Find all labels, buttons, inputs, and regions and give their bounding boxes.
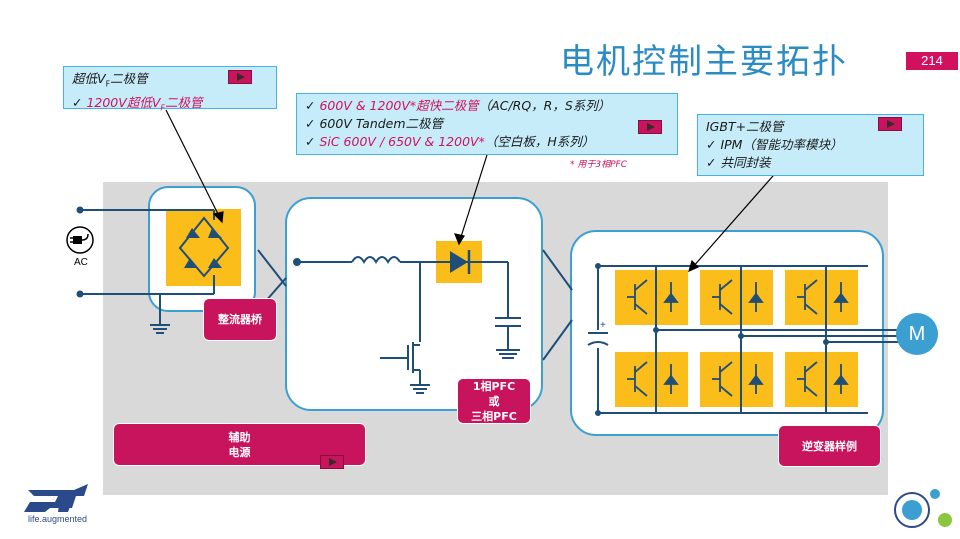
svg-text:+: +	[600, 320, 606, 331]
block-label: 电源	[228, 445, 251, 459]
ac-label: AC	[74, 257, 88, 268]
play-icon[interactable]	[320, 455, 344, 469]
rectifier-bridge-label: 整流器桥	[203, 298, 277, 341]
callout-text: 600V & 1200V*超快二极管	[319, 98, 479, 113]
callout-text: ✓ 共同封装	[706, 155, 771, 170]
page-title: 电机控制主要拓扑	[560, 42, 848, 82]
callout-text: ✓ IPM（智能功率模块）	[706, 137, 843, 152]
pfc-label: 1相PFC 或 三相PFC	[457, 378, 531, 424]
play-icon[interactable]	[228, 70, 252, 84]
play-icon[interactable]	[638, 120, 662, 134]
block-label: 逆变器样例	[802, 439, 857, 453]
callout-text: SiC 600V / 650V & 1200V*	[319, 134, 485, 149]
st-logo-icon	[24, 484, 88, 512]
plug-icon	[66, 226, 94, 254]
subscript: F	[105, 79, 111, 89]
subscript: F	[160, 103, 165, 112]
bridge-diodes	[184, 228, 222, 268]
callout-text: ✓ 600V Tandem二极管	[305, 116, 444, 131]
callout-text: （空白板，H系列）	[484, 134, 595, 149]
callout-text: 1200V超低V	[86, 94, 161, 110]
mascot-icon	[894, 489, 952, 528]
pfc-footnote: * 用于3相PFC	[570, 160, 627, 170]
callout-text: 超低V	[72, 71, 106, 86]
check-icon: ✓	[72, 94, 87, 110]
page-number: 214	[906, 52, 958, 70]
play-icon[interactable]	[878, 117, 902, 131]
check-icon: ✓	[305, 98, 320, 113]
inverter-label: 逆变器样例	[778, 425, 881, 467]
check-icon: ✓	[305, 134, 320, 149]
block-label: 1相PFC	[472, 379, 516, 393]
callout-text: IGBT+二极管	[706, 119, 784, 134]
callout-text: （AC/RQ，R，S系列）	[478, 98, 611, 113]
logo-tagline: life.augmented	[28, 514, 88, 524]
pfc-panel	[285, 197, 543, 411]
block-label: 辅助	[228, 430, 251, 444]
callout-text: 二极管	[164, 94, 203, 110]
motor-icon: M	[896, 313, 938, 355]
pfc-callout: ✓ 600V & 1200V*超快二极管（AC/RQ，R，S系列） ✓ 600V…	[296, 93, 678, 155]
block-label: 整流器桥	[218, 313, 262, 326]
block-label: 或	[488, 394, 500, 408]
block-label: 三相PFC	[471, 409, 517, 423]
diode-icon	[438, 250, 482, 274]
callout-text: 二极管	[110, 71, 148, 86]
